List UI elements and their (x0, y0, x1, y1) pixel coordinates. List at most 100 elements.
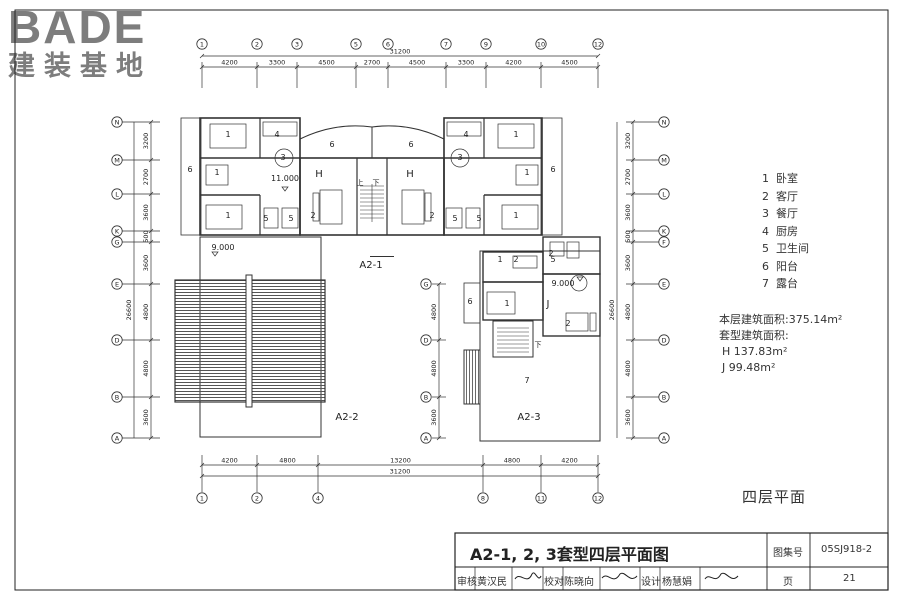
reviewer-name: 黄汉民 (477, 577, 507, 588)
bottom-dim: 4200 (221, 457, 238, 465)
page-number: 21 (843, 573, 856, 584)
bottom-axis-12: 12 (592, 492, 604, 504)
room-number: 6 (329, 140, 334, 149)
left-dim: 3600 (142, 255, 150, 272)
logo: BADE 建装基地 (8, 4, 173, 82)
room-number: 5 (288, 214, 293, 223)
top-total: 31200 (390, 48, 411, 56)
room-number: 6 (550, 165, 555, 174)
svg-text:7: 7 (444, 41, 448, 49)
checker-signature (601, 572, 638, 580)
legend-number: 3 (762, 207, 769, 220)
top-axis-10: 10 (535, 38, 547, 50)
top-dim: 3300 (458, 59, 475, 67)
left-dim: 500 (142, 230, 150, 242)
top-dim: 2700 (364, 59, 381, 67)
svg-text:N: N (662, 119, 667, 127)
left-dim: 3200 (142, 133, 150, 150)
left-axis-G: G (111, 236, 123, 248)
right-axis-K: K (658, 225, 670, 237)
legend-label: 卫生间 (776, 242, 809, 255)
svg-text:2: 2 (255, 495, 259, 503)
top-dim: 4200 (221, 59, 238, 67)
design-label: 设计 (641, 577, 661, 588)
top-axis-3: 3 (291, 38, 303, 50)
svg-text:B: B (662, 394, 666, 402)
unit-label-a23: A2-3 (517, 412, 540, 423)
sheet-border (14, 9, 889, 591)
svg-text:1: 1 (200, 495, 204, 503)
inner-dim: 3600 (430, 409, 438, 426)
svg-text:G: G (114, 239, 119, 247)
svg-text:N: N (115, 119, 120, 127)
right-axis-F: F (658, 236, 670, 248)
left-axis-E: E (111, 278, 123, 290)
room-number: 5 (452, 214, 457, 223)
svg-text:6: 6 (386, 41, 390, 49)
elevation-11: 11.000 (271, 174, 299, 183)
inner-dim: 4800 (430, 360, 438, 377)
left-dim: 4800 (142, 360, 150, 377)
atlas-label: 图集号 (773, 548, 803, 559)
right-dim: 3600 (624, 204, 632, 221)
room-number: 1 (513, 211, 518, 220)
h-area: H 137.83m² (722, 345, 788, 358)
left-dim: 2700 (142, 169, 150, 186)
left-dim: 3600 (142, 204, 150, 221)
right-axis-E: E (658, 278, 670, 290)
right-axis-D: D (658, 334, 670, 346)
room-number: 1 (504, 299, 509, 308)
bottom-axis-1: 1 (196, 492, 208, 504)
room-number: 5 (476, 214, 481, 223)
right-dim: 3600 (624, 409, 632, 426)
legend-label: 客厅 (776, 189, 798, 203)
elevation-9-right: 9.000 (552, 279, 575, 288)
svg-text:K: K (662, 228, 667, 236)
svg-text:D: D (423, 337, 428, 345)
room-number: 2 (565, 319, 570, 328)
legend-number: 5 (762, 242, 769, 255)
svg-text:3: 3 (295, 41, 299, 49)
left-axis-A: A (111, 432, 123, 444)
bottom-axis-11: 11 (535, 492, 547, 504)
balcony-left (180, 117, 202, 236)
stair-down: 下 (373, 179, 380, 187)
stair-up: 上 (357, 178, 364, 187)
bottom-dim: 4200 (561, 457, 578, 465)
top-axis-12: 12 (592, 38, 604, 50)
room-number: 6 (408, 140, 413, 149)
type-h-right: H (406, 169, 414, 180)
page-label: 页 (783, 577, 793, 588)
right-axis-A: A (658, 432, 670, 444)
inner-dim: 4800 (430, 304, 438, 321)
left-axis-D: D (111, 334, 123, 346)
room-number: 2 (513, 255, 518, 264)
bottom-axis-2: 2 (251, 492, 263, 504)
check-label: 校对 (544, 577, 564, 588)
right-dimension-line: NMLKFEDBA3200270036005003600480048003600… (608, 116, 670, 444)
legend-label: 卧室 (776, 172, 798, 185)
svg-text:10: 10 (537, 41, 545, 49)
room-number: 1 (497, 255, 502, 264)
top-dim: 4500 (561, 59, 578, 67)
legend-number: 2 (762, 189, 769, 203)
unit-area-label: 套型建筑面积: (719, 329, 789, 342)
j-area: J 99.48m² (722, 361, 776, 374)
legend-number: 4 (762, 224, 769, 238)
unit-a22-block (174, 236, 326, 438)
legend-label: 露台 (776, 277, 798, 290)
unit-label-a22: A2-2 (335, 412, 358, 423)
inner-axis-D: D (420, 334, 432, 346)
svg-text:B: B (424, 394, 428, 402)
review-label: 审核 (457, 577, 477, 588)
